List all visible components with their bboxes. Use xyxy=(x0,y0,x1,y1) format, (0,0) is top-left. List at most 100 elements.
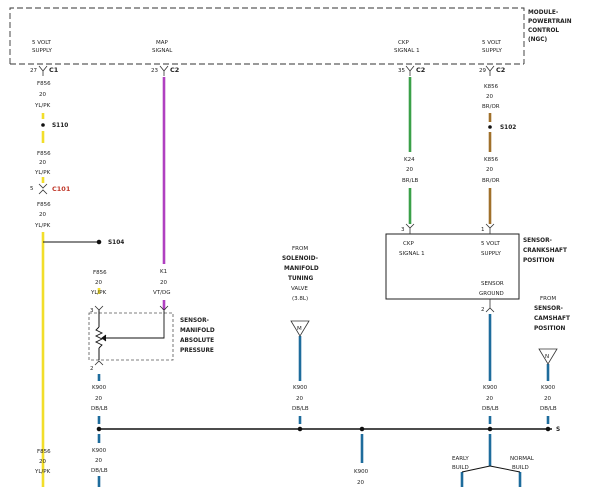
pcm-module: MODULE- POWERTRAIN CONTROL (NGC) xyxy=(9,7,572,65)
ckp-name-2: CRANKSHAFT xyxy=(523,248,567,254)
splice-s110-label: S110 xyxy=(52,123,68,129)
pin-35-connector-id: C2 xyxy=(416,66,425,74)
ckp-sig-2: SIGNAL 1 xyxy=(399,251,425,257)
module-label-3: CONTROL xyxy=(528,28,559,34)
ckp-pin-2: 2 xyxy=(481,307,485,313)
svg-text:K1: K1 xyxy=(160,269,167,275)
svg-text:K900: K900 xyxy=(293,385,308,391)
svg-text:20: 20 xyxy=(95,458,102,464)
svg-text:BUILD: BUILD xyxy=(512,465,529,471)
svg-text:20: 20 xyxy=(39,92,46,98)
map-pin-2: 2 xyxy=(90,366,94,372)
svg-text:YL/PK: YL/PK xyxy=(34,170,51,176)
module-label-4: (NGC) xyxy=(528,37,548,43)
svg-text:FROM: FROM xyxy=(540,296,556,302)
svg-text:20: 20 xyxy=(486,396,493,402)
svg-text:F856: F856 xyxy=(37,81,51,87)
svg-text:F856: F856 xyxy=(93,270,107,276)
svg-text:FROM: FROM xyxy=(292,246,308,252)
ckp-name-3: POSITION xyxy=(523,258,555,264)
svg-text:DB/LB: DB/LB xyxy=(540,406,557,412)
svg-text:K856: K856 xyxy=(484,84,499,90)
label-f856-b: F856 20 YL/PK xyxy=(34,151,51,176)
svg-text:VT/DG: VT/DG xyxy=(153,290,170,296)
pin-29-connector-id: C2 xyxy=(496,66,505,74)
pin-27-labels: 5 VOLT SUPPLY xyxy=(32,40,52,54)
svg-text:20: 20 xyxy=(95,396,102,402)
svg-text:YL/PK: YL/PK xyxy=(34,103,51,109)
label-k900-map-a: K900 20 DB/LB xyxy=(91,385,108,412)
svg-text:BUILD: BUILD xyxy=(452,465,469,471)
label-k900-cmp: K900 20 DB/LB xyxy=(540,385,557,412)
svg-text:YL/PK: YL/PK xyxy=(34,469,51,475)
pin-23-connector: 23 C2 xyxy=(151,65,179,76)
build-normal: NORMAL BUILD xyxy=(510,456,535,471)
label-k856-b: K856 20 BR/OR xyxy=(482,157,500,184)
build-early: EARLY BUILD xyxy=(452,456,469,471)
c101-cavity: 5 xyxy=(30,186,34,192)
cmp-flag: N xyxy=(545,354,549,360)
pin-27-cavity: 27 xyxy=(30,68,37,74)
pin-27-function-2: SUPPLY xyxy=(32,48,52,54)
svg-text:20: 20 xyxy=(296,396,303,402)
svg-text:K900: K900 xyxy=(483,385,498,391)
map-name-1: SENSOR- xyxy=(180,318,210,324)
from-smtv: FROM SOLENOID- MANIFOLD TUNING VALVE (3.… xyxy=(282,246,319,337)
smtv-flag: M xyxy=(297,326,302,332)
ckp-sup-1: 5 VOLT xyxy=(481,241,501,247)
label-k24: K24 20 BR/LB xyxy=(402,157,419,184)
splice-s110: S110 xyxy=(41,123,68,129)
pin-35-function-2: SIGNAL 1 xyxy=(394,48,420,54)
svg-text:MANIFOLD: MANIFOLD xyxy=(284,266,319,272)
pin-29-function-1: 5 VOLT xyxy=(482,40,502,46)
svg-text:20: 20 xyxy=(486,167,493,173)
svg-text:TUNING: TUNING xyxy=(288,276,314,282)
label-f856-e: F856 20 YL/PK xyxy=(34,449,51,475)
label-f856-d: F856 20 YL/PK xyxy=(90,270,107,296)
pin-23-function-1: MAP xyxy=(156,40,169,46)
label-k900-smtv: K900 20 DB/LB xyxy=(292,385,309,412)
ckp-pin-3: 3 xyxy=(401,227,405,233)
label-f856-c: F856 20 YL/PK xyxy=(34,202,51,229)
splice-s102-label: S102 xyxy=(500,125,516,131)
map-name-2: MANIFOLD xyxy=(180,328,215,334)
connector-c101: 5 C101 xyxy=(30,183,71,195)
pin-29-function-2: SUPPLY xyxy=(482,48,502,54)
map-name-4: PRESSURE xyxy=(180,348,214,354)
label-k1: K1 20 VT/DG xyxy=(153,269,170,296)
label-k856-a: K856 20 BR/OR xyxy=(482,84,500,110)
wire-k900 xyxy=(97,314,550,487)
svg-text:20: 20 xyxy=(160,280,167,286)
pin-23-function-2: SIGNAL xyxy=(152,48,173,54)
ckp-sig-1: CKP xyxy=(403,241,414,247)
splice-s104-label: S104 xyxy=(108,240,124,246)
pin-27-function-1: 5 VOLT xyxy=(32,40,52,46)
splice-s102: S102 xyxy=(488,125,516,131)
pin-27-connector: 27 C1 xyxy=(30,65,59,76)
svg-text:DB/LB: DB/LB xyxy=(292,406,309,412)
label-k900-low: K900 20 xyxy=(354,469,369,486)
ckp-sensor: 3 1 2 CKP SIGNAL 1 5 VOLT SUPPLY SENSOR … xyxy=(385,223,567,313)
svg-text:F856: F856 xyxy=(37,151,51,157)
ckp-gnd-2: GROUND xyxy=(479,291,504,297)
pin-29-labels: 5 VOLT SUPPLY xyxy=(482,40,502,54)
svg-text:K900: K900 xyxy=(92,385,107,391)
svg-text:20: 20 xyxy=(357,480,364,486)
svg-text:DB/LB: DB/LB xyxy=(482,406,499,412)
pin-29-cavity: 29 xyxy=(479,68,486,74)
svg-text:20: 20 xyxy=(39,459,46,465)
ckp-gnd-1: SENSOR xyxy=(481,281,504,287)
label-k900-ckp: K900 20 DB/LB xyxy=(482,385,499,412)
label-f856-a: F856 20 YL/PK xyxy=(34,81,51,109)
pin-29-connector: 29 C2 xyxy=(479,65,505,76)
map-pin-3: 3 xyxy=(90,308,94,314)
svg-text:BR/LB: BR/LB xyxy=(402,178,419,184)
svg-text:K24: K24 xyxy=(404,157,415,163)
svg-text:SENSOR-: SENSOR- xyxy=(534,306,564,312)
svg-text:VALVE: VALVE xyxy=(291,286,308,292)
splice-s104: S104 xyxy=(108,240,124,246)
right-ref: S xyxy=(556,427,560,433)
svg-text:NORMAL: NORMAL xyxy=(510,456,535,462)
pin-35-labels: CKP SIGNAL 1 xyxy=(394,40,420,54)
wire-f856 xyxy=(41,113,101,487)
